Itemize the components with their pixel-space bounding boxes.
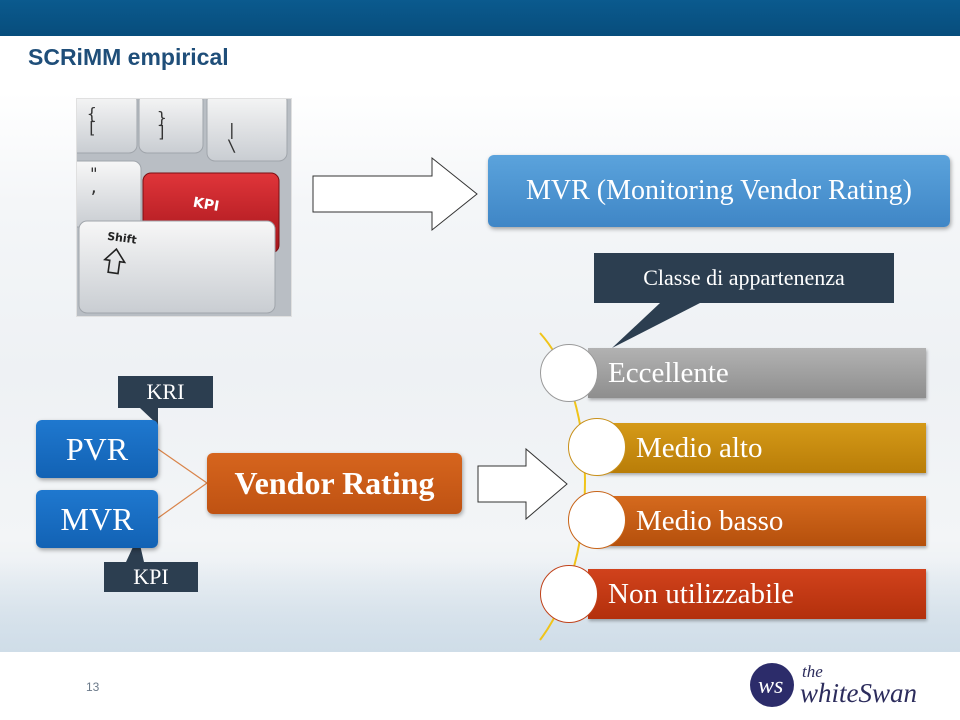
class-circle-1 [540,344,598,402]
arrow-to-mvr [312,156,478,232]
classe-callout-tail [612,303,700,348]
mvr-monitoring-box: MVR (Monitoring Vendor Rating) [488,155,950,227]
svg-text:}: } [157,108,167,127]
class-circle-2 [568,418,626,476]
kri-callout: KRI [118,376,213,408]
class-circle-3 [568,491,626,549]
class-bar-medio-basso: Medio basso [596,496,926,546]
logo-monogram: ws [758,673,783,699]
logo-the: the [802,662,823,681]
logo-name: whiteSwan [800,678,917,708]
class-label: Medio alto [636,431,763,464]
mvr-box: MVR [36,490,158,548]
vendor-rating-box: Vendor Rating [207,453,462,514]
slide-title: SCRiMM empirical [28,44,229,70]
keyboard-photo: { [ } ] | \ " , KPI Shift [76,98,292,317]
class-bar-non-utilizzabile: Non utilizzabile [588,569,926,619]
kpi-key-label: KPI [192,195,221,215]
whiteswan-logo: ws the whiteSwan [750,662,917,708]
svg-text:{: { [87,104,97,123]
top-bar [0,0,960,36]
class-label: Medio basso [636,504,784,537]
kpi-callout: KPI [104,562,198,592]
class-label: Eccellente [608,356,729,389]
svg-text:|: | [227,120,237,139]
classe-callout: Classe di appartenenza [594,253,894,303]
page-number: 13 [86,680,100,694]
svg-text:[: [ [87,118,97,137]
svg-text:\: \ [227,136,237,155]
footer [0,652,960,720]
connector-pvr [157,448,208,484]
class-bar-medio-alto: Medio alto [596,423,926,473]
arrow-to-classes [477,447,568,521]
class-bar-eccellente: Eccellente [588,348,926,398]
svg-text:]: ] [157,122,167,141]
shift-key-label: Shift [106,230,137,247]
pvr-box: PVR [36,420,158,478]
class-label: Non utilizzabile [608,577,795,610]
class-circle-4 [540,565,598,623]
svg-text:,: , [89,178,99,197]
connector-mvr [157,482,208,519]
svg-text:": " [89,164,99,183]
